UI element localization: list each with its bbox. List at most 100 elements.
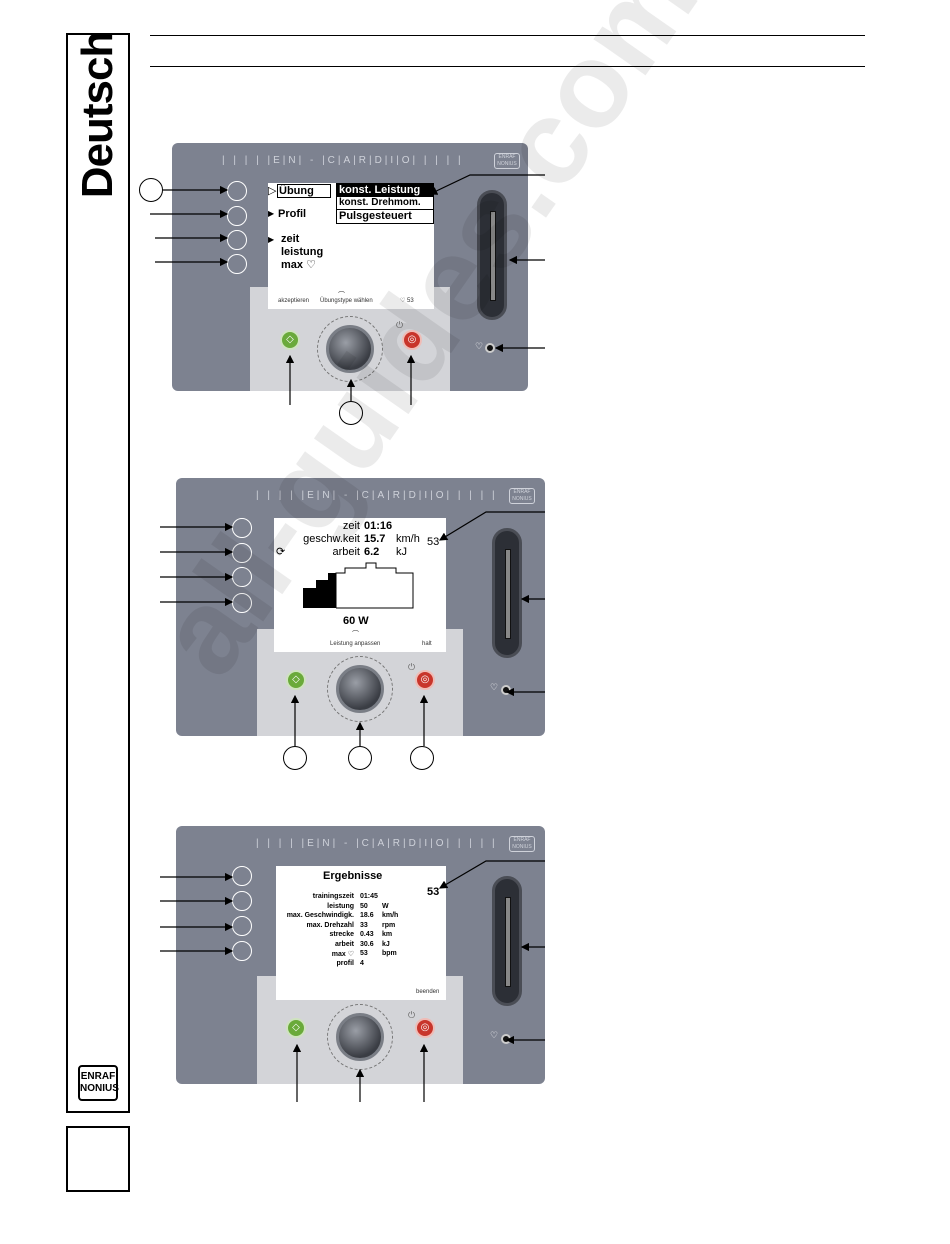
menu-profil[interactable]: Profil — [278, 208, 307, 220]
screen-3 — [276, 866, 446, 1000]
result-value: 4 — [360, 959, 364, 967]
softkey-1[interactable] — [227, 181, 247, 201]
result-value: 30.6 — [360, 940, 374, 948]
rotary-knob[interactable] — [336, 1013, 384, 1061]
softkey-1[interactable] — [232, 866, 252, 886]
result-value: 18.6 — [360, 912, 374, 919]
sidebar-frame — [66, 33, 130, 1113]
exercise-type-dropdown[interactable]: konst. Leistung konst. Drehmom. Pulsgest… — [336, 183, 434, 224]
metric-label: arbeit — [332, 546, 360, 558]
result-label: max. Geschwindigk. — [286, 912, 354, 919]
metric-value: 01:16 — [364, 520, 393, 532]
start-button[interactable]: ◇ — [280, 330, 300, 350]
softkey-2[interactable] — [232, 891, 252, 911]
footer-heart-value: ♡ 53 — [400, 298, 414, 304]
footer-beenden: beenden — [416, 989, 440, 995]
language-tab: Deutsch — [73, 31, 122, 199]
option-konst-leistung[interactable]: konst. Leistung — [337, 184, 433, 197]
result-label: max. Drehzahl — [306, 921, 354, 929]
menu-leistung[interactable]: leistung — [281, 246, 324, 258]
result-value: 0.43 — [360, 931, 374, 938]
triangle-filled-icon: ▶ — [268, 235, 275, 244]
result-unit: km/h — [382, 912, 399, 919]
footer-leistung-anpassen: Leistung anpassen — [330, 641, 381, 647]
footer-halt: halt — [422, 641, 432, 647]
result-label: max ♡ — [331, 951, 354, 958]
rotary-knob[interactable] — [326, 325, 374, 373]
stop-button[interactable]: ◎ — [415, 670, 435, 690]
result-label: profil — [336, 959, 355, 967]
menu-uebung[interactable]: Übung — [277, 184, 331, 198]
start-button[interactable]: ◇ — [286, 670, 306, 690]
softkey-3[interactable] — [232, 916, 252, 936]
heart-rate-port[interactable] — [501, 685, 511, 695]
footer-akzeptieren: akzeptieren — [278, 298, 310, 304]
result-unit: bpm — [382, 950, 397, 957]
callout-circle — [283, 746, 307, 770]
softkey-2[interactable] — [227, 206, 247, 226]
result-unit: rpm — [382, 921, 396, 929]
knob-arc-icon: ⌒ — [338, 292, 345, 299]
knob-ring — [327, 656, 393, 722]
footer-uebungstype: Übungstype wählen — [320, 298, 373, 304]
heart-rate-value: 53 — [427, 886, 440, 898]
refresh-icon: ⟳ — [276, 546, 286, 558]
callout-circle — [348, 746, 372, 770]
option-konst-drehmom[interactable]: konst. Drehmom. — [339, 197, 421, 208]
result-label: trainingszeit — [312, 893, 354, 900]
knob-arc-icon: ⌒ — [352, 631, 359, 638]
result-label: leistung — [327, 902, 354, 910]
triangle-filled-icon: ▶ — [268, 209, 275, 218]
power-icon: ⏻ — [408, 1010, 416, 1020]
metric-unit: km/h — [396, 533, 420, 545]
page-number-box — [66, 1126, 130, 1192]
result-label: arbeit — [334, 940, 354, 948]
chest-strap-receiver — [477, 190, 507, 320]
heart-rate-port[interactable] — [485, 343, 495, 353]
metric-unit: kJ — [396, 546, 407, 558]
metric-label: zeit — [342, 520, 360, 532]
softkey-4[interactable] — [227, 254, 247, 274]
result-value: 33 — [360, 921, 368, 929]
stop-button[interactable]: ◎ — [402, 330, 422, 350]
callout-circle — [139, 178, 163, 202]
heart-rate-value: 53 — [427, 536, 440, 548]
callout-circle — [410, 746, 434, 770]
result-unit: km — [382, 931, 393, 938]
start-button[interactable]: ◇ — [286, 1018, 306, 1038]
triangle-open-icon: ▷ — [268, 185, 277, 197]
result-value: 53 — [360, 950, 368, 957]
chest-strap-receiver — [492, 528, 522, 658]
option-pulsgesteuert[interactable]: Pulsgesteuert — [337, 209, 433, 223]
metric-value: 15.7 — [364, 533, 386, 545]
result-value: 50 — [360, 902, 368, 910]
metric-value: 6.2 — [364, 546, 380, 558]
heart-icon: ♡ — [490, 1030, 499, 1040]
metric-label: geschw.keit — [303, 533, 360, 545]
heart-rate-port[interactable] — [501, 1034, 511, 1044]
heart-icon: ♡ — [490, 682, 499, 692]
softkey-4[interactable] — [232, 941, 252, 961]
menu-zeit[interactable]: zeit — [281, 233, 300, 245]
heart-icon: ♡ — [475, 341, 484, 351]
result-value: 01:45 — [360, 893, 378, 900]
power-value: 60 W — [343, 615, 369, 627]
power-icon: ⏻ — [408, 662, 416, 672]
chest-strap-receiver — [492, 876, 522, 1006]
header-rule-top — [150, 35, 865, 36]
header-rule-bottom — [150, 66, 865, 67]
device-brand: | | | | |E|N| - |C|A|R|D|I|O| | | | | — [256, 490, 498, 501]
callout-circle — [339, 401, 363, 425]
device-brand: | | | | |E|N| - |C|A|R|D|I|O| | | | | — [256, 838, 498, 849]
rotary-knob[interactable] — [336, 665, 384, 713]
device-brand: | | | | |E|N| - |C|A|R|D|I|O| | | | | — [222, 155, 464, 166]
result-unit: W — [382, 902, 389, 910]
results-title: Ergebnisse — [323, 870, 383, 882]
power-icon: ⏻ — [396, 320, 404, 330]
softkey-3[interactable] — [227, 230, 247, 250]
result-unit: kJ — [382, 940, 390, 948]
stop-button[interactable]: ◎ — [415, 1018, 435, 1038]
menu-max[interactable]: max ♡ — [281, 259, 316, 271]
